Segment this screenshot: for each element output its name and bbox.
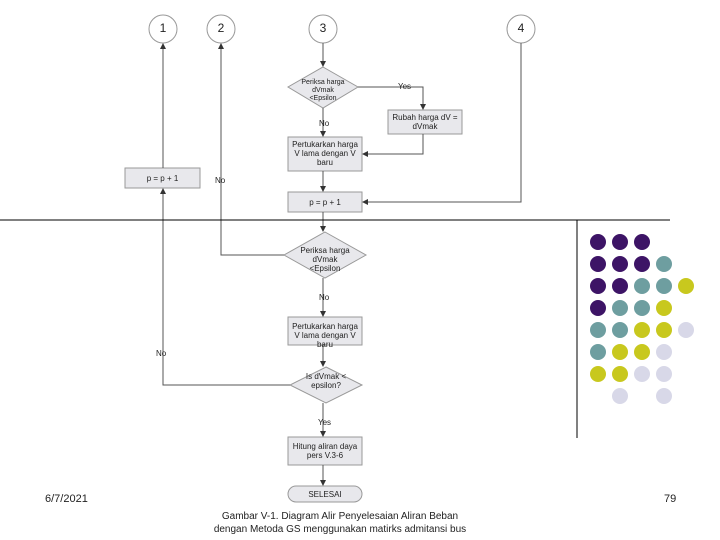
process-compute bbox=[287, 436, 363, 466]
edge-no2: No bbox=[319, 293, 330, 302]
p-mid-label: p = p + 1 bbox=[309, 198, 341, 207]
arrow-check3-pleft bbox=[160, 188, 290, 386]
dot bbox=[634, 366, 650, 382]
end-label: SELESAI bbox=[308, 490, 342, 499]
dot bbox=[612, 300, 628, 316]
connector-4-label: 4 bbox=[517, 21, 525, 35]
edge-yes3: Yes bbox=[318, 418, 332, 427]
decision-check3 bbox=[288, 366, 364, 404]
dot bbox=[634, 278, 650, 294]
p-left-label: p = p + 1 bbox=[146, 174, 179, 183]
check3-label: Is dVmak < epsilon? bbox=[305, 372, 347, 390]
decision-check2 bbox=[282, 231, 368, 279]
dot bbox=[612, 256, 628, 272]
arrow-change-back bbox=[362, 134, 424, 157]
edge-no-left: No bbox=[215, 176, 226, 185]
dot bbox=[612, 366, 628, 382]
change-dv-label: Rubah harga dV = dVmak bbox=[392, 113, 458, 131]
process-change-dv bbox=[387, 109, 463, 135]
dot bbox=[590, 278, 606, 294]
dot bbox=[634, 322, 650, 338]
dot bbox=[656, 344, 672, 360]
dot bbox=[656, 256, 672, 272]
compute-label: Hitung aliran daya pers V.3-6 bbox=[292, 442, 358, 460]
dot bbox=[634, 300, 650, 316]
dot bbox=[678, 278, 694, 294]
arrow-check2-c2 bbox=[218, 43, 284, 256]
dot bbox=[612, 322, 628, 338]
caption-line1: Gambar V-1. Diagram Alir Penyelesaian Al… bbox=[221, 511, 459, 522]
connector-1-label: 1 bbox=[159, 21, 167, 35]
dot bbox=[656, 322, 672, 338]
dot bbox=[678, 322, 694, 338]
dot bbox=[634, 344, 650, 360]
edge-no3: No bbox=[156, 349, 167, 358]
dot bbox=[590, 322, 606, 338]
dot bbox=[590, 300, 606, 316]
check2-label: Periksa harga dVmak <Epsilon bbox=[300, 246, 350, 273]
dot bbox=[612, 388, 628, 404]
arrow-yes1 bbox=[358, 86, 426, 110]
dot bbox=[612, 278, 628, 294]
edge-no1: No bbox=[319, 119, 330, 128]
check1-label: Periksa harga dVmak <Epsilon bbox=[301, 79, 345, 102]
dot bbox=[612, 344, 628, 360]
edge-yes1: Yes bbox=[398, 82, 412, 91]
dot bbox=[656, 278, 672, 294]
swap1-label: Pertukarkan harga V lama dengan V baru bbox=[292, 140, 358, 167]
dot bbox=[656, 300, 672, 316]
footer-date: 6/7/2021 bbox=[45, 493, 88, 505]
dot bbox=[590, 344, 606, 360]
dot bbox=[634, 234, 650, 250]
dot bbox=[634, 256, 650, 272]
caption-line2: dengan Metoda GS menggunakan matirks adm… bbox=[213, 524, 467, 535]
swap2-label: Pertukarkan harga V lama dengan V baru bbox=[292, 322, 358, 349]
dot bbox=[612, 234, 628, 250]
footer-page-number: 79 bbox=[664, 493, 677, 505]
process-swap2 bbox=[287, 316, 363, 346]
dot bbox=[590, 256, 606, 272]
dot bbox=[590, 366, 606, 382]
connector-3-label: 3 bbox=[319, 21, 327, 35]
figure-caption: Gambar V-1. Diagram Alir Penyelesaian Al… bbox=[150, 510, 530, 536]
terminal-end bbox=[287, 485, 363, 503]
dot bbox=[590, 234, 606, 250]
dot bbox=[656, 366, 672, 382]
dot bbox=[656, 388, 672, 404]
connector-2-label: 2 bbox=[217, 21, 225, 35]
arrow-c4-pmid bbox=[362, 43, 522, 205]
